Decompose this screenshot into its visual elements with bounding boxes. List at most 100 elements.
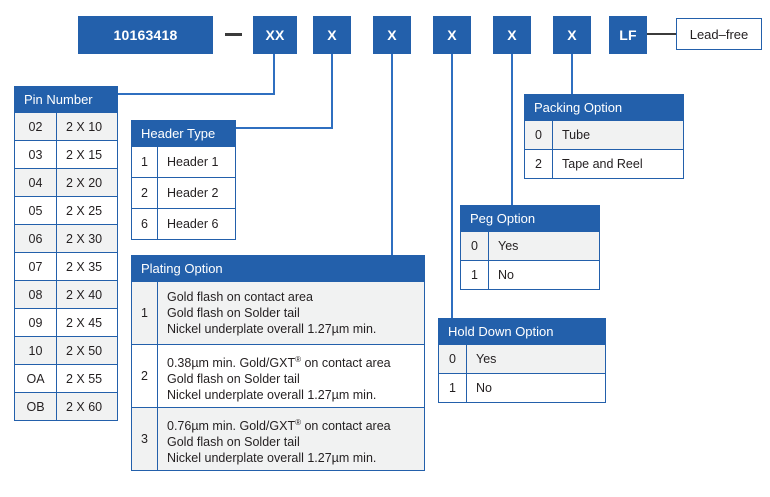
table-row: 03 2 X 15 bbox=[15, 140, 117, 168]
peg-option-code: 1 bbox=[461, 261, 489, 289]
part-number-segment-packing: X bbox=[553, 16, 591, 54]
peg-option-value: Yes bbox=[498, 239, 519, 253]
table-row: 1 Header 1 bbox=[132, 146, 235, 177]
hold-down-option-code: 0 bbox=[439, 345, 467, 373]
peg-option-table-header: Peg Option bbox=[461, 206, 599, 231]
hold-down-option-value: Yes bbox=[476, 352, 497, 366]
connector-header-type-horizontal bbox=[236, 127, 333, 129]
pin-number-code: 10 bbox=[15, 337, 57, 364]
part-number-segment-peg: X bbox=[493, 16, 531, 54]
table-row: 2 0.38µm min. Gold/GXT® on contact area … bbox=[132, 344, 424, 407]
table-row: 10 2 X 50 bbox=[15, 336, 117, 364]
connector-plating-option-vertical bbox=[391, 54, 393, 256]
table-row: 08 2 X 40 bbox=[15, 280, 117, 308]
pin-number-code: 02 bbox=[15, 113, 57, 140]
plating-option-line: Nickel underplate overall 1.27µm min. bbox=[167, 451, 377, 466]
header-type-value: Header 1 bbox=[167, 155, 219, 169]
pin-number-value: 2 X 60 bbox=[66, 399, 103, 414]
packing-option-code: 2 bbox=[525, 150, 553, 178]
table-row: 06 2 X 30 bbox=[15, 224, 117, 252]
connector-hold-down-vertical bbox=[451, 54, 453, 319]
packing-option-code: 0 bbox=[525, 121, 553, 149]
header-type-code: 1 bbox=[132, 147, 158, 177]
part-number-segment-header-type: X bbox=[313, 16, 351, 54]
pin-number-value: 2 X 15 bbox=[66, 147, 103, 162]
pin-number-code: OA bbox=[15, 365, 57, 392]
header-type-code: 6 bbox=[132, 209, 158, 239]
pin-number-table: Pin Number 02 2 X 10 03 2 X 15 04 2 X 20 05… bbox=[14, 86, 118, 421]
pin-number-code: 04 bbox=[15, 169, 57, 196]
plating-option-line: 0.76µm min. Gold/GXT® on contact area bbox=[167, 418, 391, 434]
plating-option-line: Nickel underplate overall 1.27µm min. bbox=[167, 322, 377, 336]
connector-header-type-vertical bbox=[331, 54, 333, 128]
pin-number-value: 2 X 50 bbox=[66, 343, 103, 358]
lead-free-note: Lead–free bbox=[676, 18, 762, 50]
pin-number-code: 05 bbox=[15, 197, 57, 224]
table-row: 02 2 X 10 bbox=[15, 112, 117, 140]
pin-number-value: 2 X 35 bbox=[66, 259, 103, 274]
connector-packing-option-vertical bbox=[571, 54, 573, 95]
part-number-base: 10163418 bbox=[78, 16, 213, 54]
pin-number-value: 2 X 20 bbox=[66, 175, 103, 190]
plating-option-line: Gold flash on Solder tail bbox=[167, 372, 300, 387]
plating-option-code: 3 bbox=[132, 408, 158, 470]
pin-number-code: OB bbox=[15, 393, 57, 420]
table-row: OA 2 X 55 bbox=[15, 364, 117, 392]
plating-option-description: Gold flash on contact area Gold flash on… bbox=[158, 282, 424, 344]
pin-number-code: 08 bbox=[15, 281, 57, 308]
pin-number-value: 2 X 40 bbox=[66, 287, 103, 302]
plating-option-line: Gold flash on contact area bbox=[167, 290, 313, 304]
plating-option-line: Gold flash on Solder tail bbox=[167, 435, 300, 450]
packing-option-value: Tape and Reel bbox=[562, 157, 643, 171]
hold-down-option-code: 1 bbox=[439, 374, 467, 402]
part-number-segment-pin: XX bbox=[253, 16, 297, 54]
table-row: OB 2 X 60 bbox=[15, 392, 117, 420]
pin-number-code: 03 bbox=[15, 141, 57, 168]
pin-number-table-header: Pin Number bbox=[15, 87, 117, 112]
table-row: 04 2 X 20 bbox=[15, 168, 117, 196]
pin-number-value: 2 X 45 bbox=[66, 315, 103, 330]
plating-option-line: 0.38µm min. Gold/GXT® on contact area bbox=[167, 355, 391, 371]
table-row: 09 2 X 45 bbox=[15, 308, 117, 336]
table-row: 0 Yes bbox=[439, 344, 605, 373]
plating-option-description: 0.38µm min. Gold/GXT® on contact area Go… bbox=[158, 345, 424, 407]
part-number-segment-hold-down: X bbox=[433, 16, 471, 54]
plating-option-line: Nickel underplate overall 1.27µm min. bbox=[167, 388, 377, 403]
pin-number-code: 07 bbox=[15, 253, 57, 280]
table-row: 2 Tape and Reel bbox=[525, 149, 683, 178]
table-row: 3 0.76µm min. Gold/GXT® on contact area … bbox=[132, 407, 424, 470]
plating-option-description: 0.76µm min. Gold/GXT® on contact area Go… bbox=[158, 408, 424, 470]
peg-option-code: 0 bbox=[461, 232, 489, 260]
hold-down-option-table-header: Hold Down Option bbox=[439, 319, 605, 344]
pin-number-value: 2 X 10 bbox=[66, 119, 103, 134]
table-row: 05 2 X 25 bbox=[15, 196, 117, 224]
lead-free-connector bbox=[647, 33, 677, 35]
plating-option-line: Gold flash on Solder tail bbox=[167, 306, 300, 320]
plating-option-code: 2 bbox=[132, 345, 158, 407]
pin-number-value: 2 X 30 bbox=[66, 231, 103, 246]
connector-pin-number-vertical bbox=[273, 54, 275, 94]
header-type-code: 2 bbox=[132, 178, 158, 208]
plating-option-table: Plating Option 1 Gold flash on contact a… bbox=[131, 255, 425, 471]
table-row: 6 Header 6 bbox=[132, 208, 235, 239]
pin-number-value: 2 X 55 bbox=[66, 371, 103, 386]
connector-pin-number-horizontal bbox=[118, 93, 275, 95]
pin-number-code: 09 bbox=[15, 309, 57, 336]
packing-option-table-header: Packing Option bbox=[525, 95, 683, 120]
part-number-dash bbox=[225, 33, 242, 36]
table-row: 1 Gold flash on contact area Gold flash … bbox=[132, 281, 424, 344]
connector-peg-option-vertical bbox=[511, 54, 513, 206]
header-type-value: Header 6 bbox=[167, 217, 219, 231]
pin-number-code: 06 bbox=[15, 225, 57, 252]
header-type-table-header: Header Type bbox=[132, 121, 235, 146]
plating-option-code: 1 bbox=[132, 282, 158, 344]
pin-number-value: 2 X 25 bbox=[66, 203, 103, 218]
